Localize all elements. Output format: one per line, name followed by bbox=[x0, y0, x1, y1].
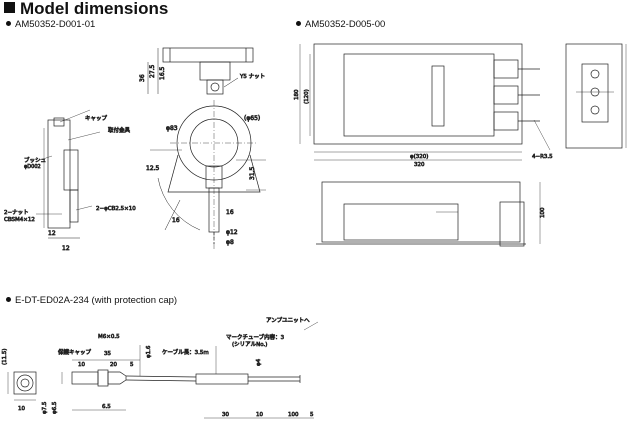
d005-dim-180: 180 bbox=[294, 89, 300, 100]
sensor-dim-5a: 5 bbox=[130, 362, 134, 368]
d001-front-view bbox=[150, 100, 266, 250]
sensor-side-view bbox=[61, 321, 319, 419]
page-title: Model dimensions bbox=[4, 0, 168, 18]
caption-d005: AM50352-D005-00 bbox=[296, 19, 385, 30]
caption-d001-text: AM50352-D001-01 bbox=[15, 19, 96, 30]
d001-dim-phi8: φ8 bbox=[226, 239, 234, 246]
sensor-note-cable: ケーブル長：3.5m bbox=[162, 348, 209, 356]
d005-top-view bbox=[299, 43, 551, 161]
d005-dim-120: (120) bbox=[304, 89, 310, 104]
d001-side-view bbox=[36, 109, 101, 239]
d001-dim-phi65: (φ65) bbox=[244, 115, 260, 122]
d005-dim-phi320: φ(320) bbox=[410, 154, 428, 160]
page-title-text: Model dimensions bbox=[20, 0, 169, 18]
caption-d005-text: AM50352-D005-00 bbox=[305, 19, 386, 30]
sensor-note-cap: 保護キャップ bbox=[58, 348, 92, 356]
d005-side-view bbox=[316, 181, 541, 247]
sensor-note-marktube: マークチューブ内容：3 bbox=[226, 333, 285, 341]
d001-note-nut2: 2−ナット bbox=[4, 209, 29, 216]
d001-dim-31.5: 31.5 bbox=[249, 166, 256, 180]
sensor-dim-10a: 10 bbox=[18, 406, 25, 412]
d001-dim-53: 12 bbox=[62, 245, 70, 252]
d001-note-cap: キャップ bbox=[85, 115, 108, 122]
sensor-dim-5b: 5 bbox=[310, 412, 314, 418]
d001-dim-16.5: 16.5 bbox=[159, 66, 166, 80]
d001-dim-30: 16 bbox=[172, 217, 180, 224]
sensor-dim-phi6.5: φ6.5 bbox=[52, 401, 58, 414]
d001-note-cbsm: CBSM4×12 bbox=[4, 217, 35, 223]
sensor-dim-30: 30 bbox=[222, 412, 229, 418]
d001-note-bush: ブッシュ bbox=[24, 156, 46, 164]
square-bullet-icon bbox=[4, 2, 15, 13]
d001-note-bracket: 取付金具 bbox=[108, 126, 131, 134]
sensor-note-serial: (シリアルNo.) bbox=[232, 341, 267, 348]
d001-note-nut: Υ5 ナット bbox=[239, 73, 265, 80]
d001-dim-12: 12 bbox=[48, 230, 56, 237]
d001-dim-phi83: φ83 bbox=[166, 125, 178, 132]
caption-d001: AM50352-D001-01 bbox=[6, 19, 95, 30]
sensor-dim-phi4: φ4 bbox=[256, 358, 262, 366]
bullet-icon bbox=[296, 21, 301, 26]
d001-dim-36: 36 bbox=[139, 74, 146, 82]
sensor-dim-m6: M6×0.5 bbox=[98, 334, 120, 340]
d001-top-view bbox=[147, 47, 254, 95]
sensor-dim-phi1.6: φ1.6 bbox=[146, 345, 152, 358]
sensor-dim-35: 35 bbox=[104, 351, 111, 357]
d001-dim-phi12: φ12 bbox=[226, 229, 238, 236]
sensor-dim-6.5: 6.5 bbox=[102, 404, 111, 410]
d001-dim-16: 16 bbox=[226, 209, 234, 216]
sensor-dim-11.5: (11.5) bbox=[2, 348, 8, 365]
sensor-note-amp: アンプユニットへ bbox=[266, 317, 310, 324]
sensor-dim-100: 100 bbox=[288, 412, 299, 418]
d001-dim-27.5: 27.5 bbox=[149, 64, 156, 78]
d005-dim-320: 320 bbox=[414, 162, 425, 168]
sensor-dim-10b: 10 bbox=[78, 362, 85, 368]
bullet-icon bbox=[6, 297, 11, 302]
d005-dim-r3.5: 4−R3.5 bbox=[532, 154, 553, 160]
caption-sensor: E-DT-ED02A-234 (with protection cap) bbox=[6, 295, 177, 306]
sensor-dim-20: 20 bbox=[110, 362, 117, 368]
d001-note-screw: 2−φCB2.5×10 bbox=[96, 206, 136, 212]
caption-sensor-text: E-DT-ED02A-234 (with protection cap) bbox=[15, 295, 178, 306]
d001-note-d002: φD002 bbox=[24, 164, 41, 170]
sensor-dim-10c: 10 bbox=[256, 412, 263, 418]
d005-end-view bbox=[565, 43, 627, 149]
sensor-end-view bbox=[7, 371, 37, 401]
sensor-dim-phi7.5: φ7.5 bbox=[42, 401, 48, 414]
d001-dim-12.5: 12.5 bbox=[146, 165, 160, 172]
bullet-icon bbox=[6, 21, 11, 26]
d005-dim-100: 100 bbox=[540, 207, 546, 218]
